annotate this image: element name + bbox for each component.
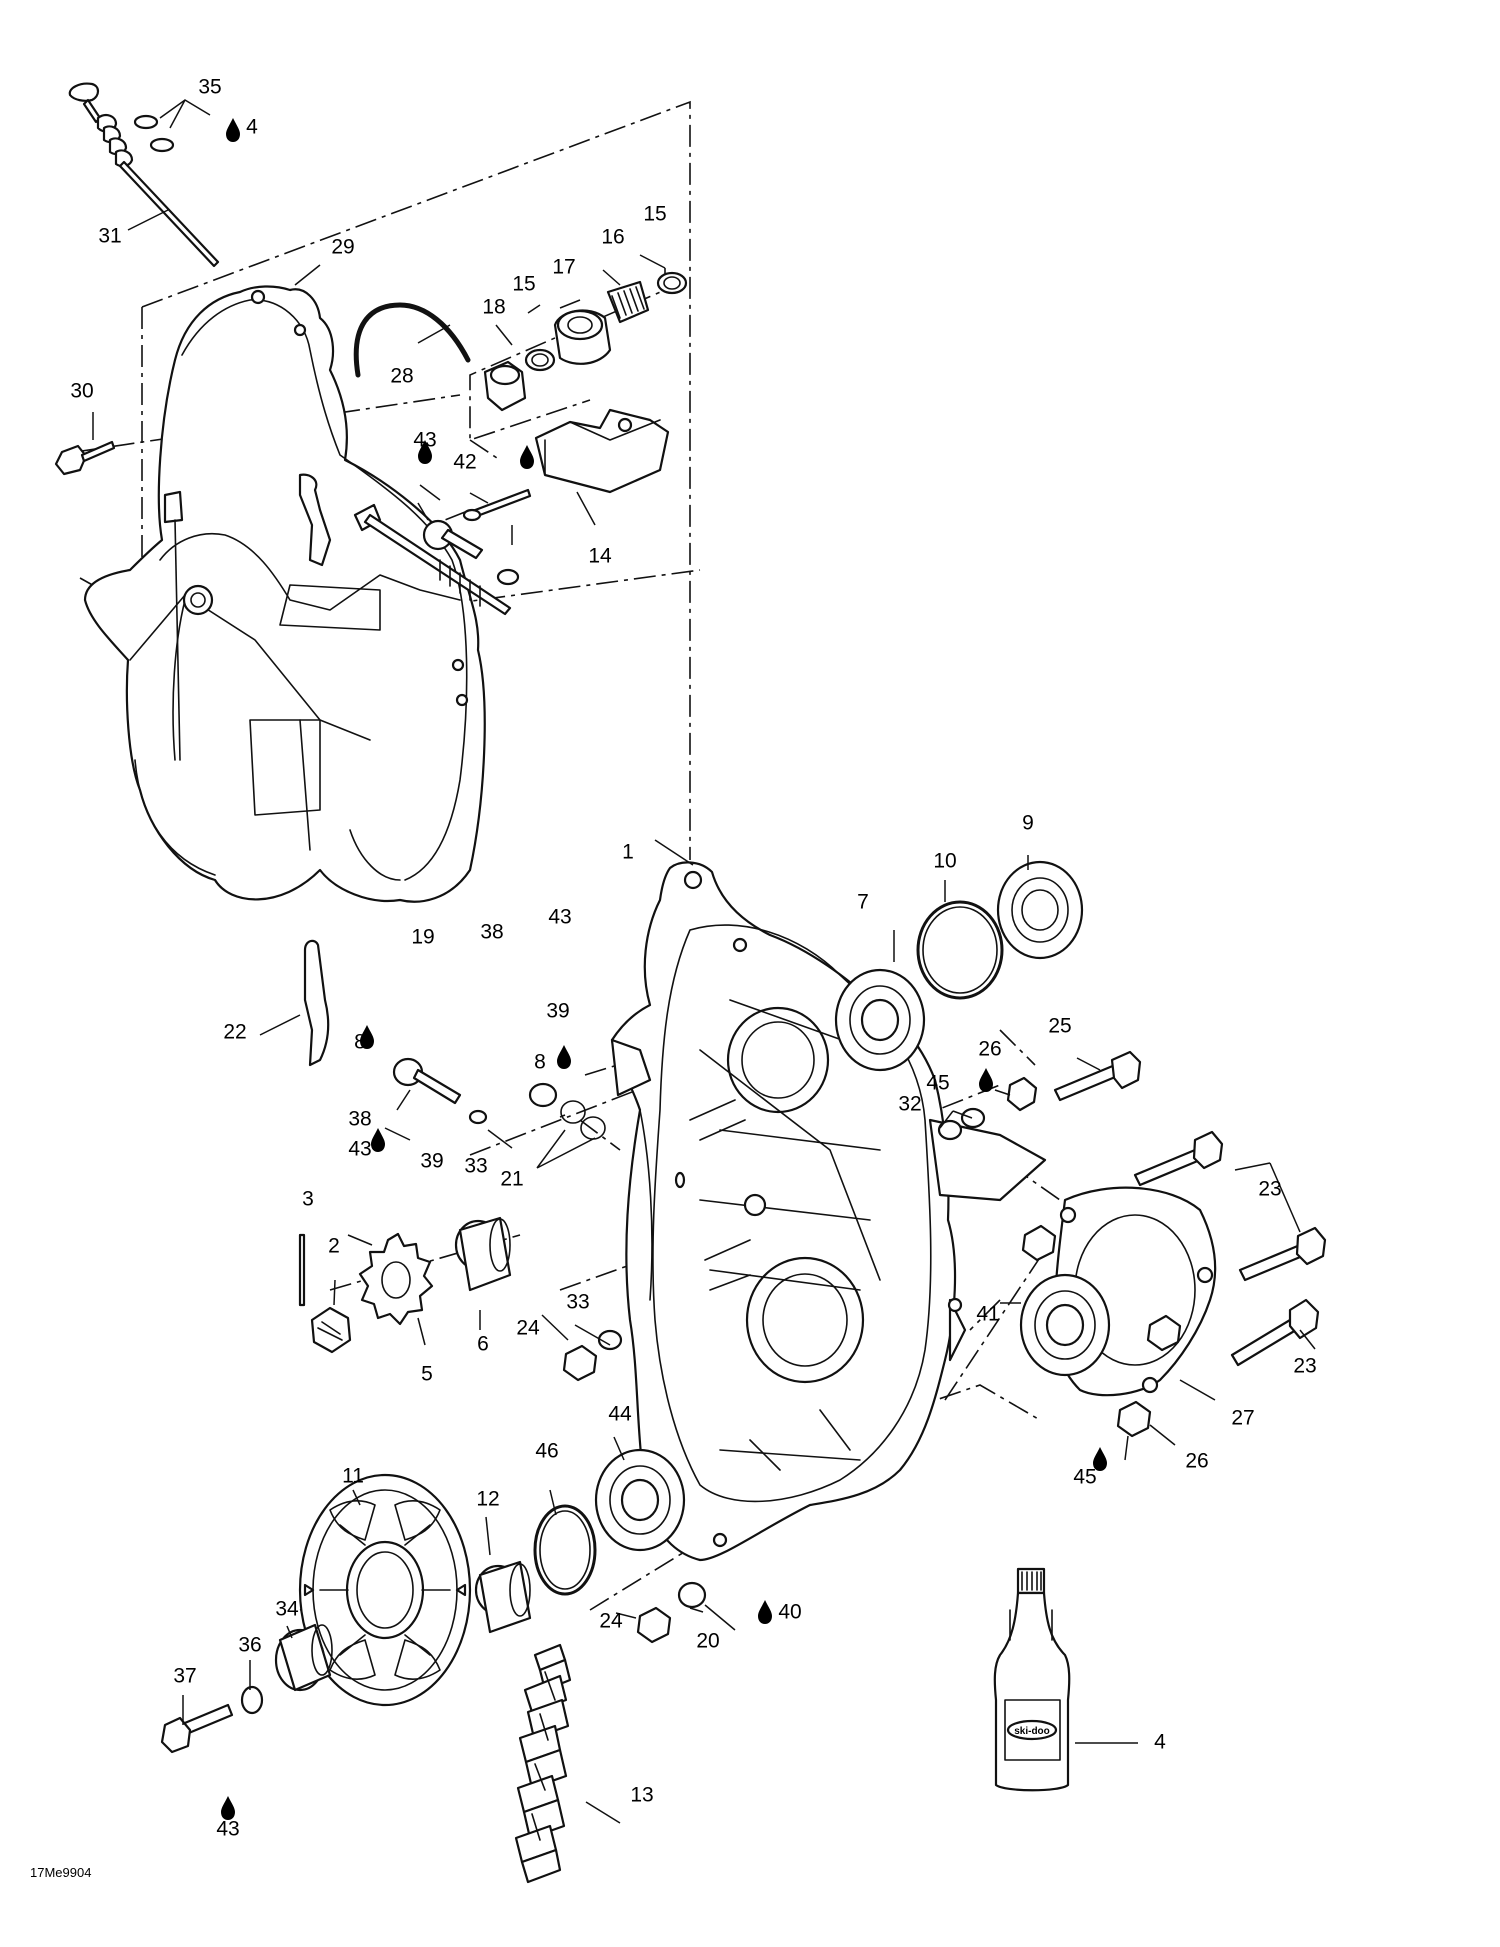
callout-39-upper: 39	[546, 1000, 569, 1023]
oil-drop-icon	[360, 1025, 374, 1049]
callout-43-upper: 43	[413, 429, 436, 452]
seal-strip	[353, 302, 471, 378]
oil-drop-icon	[221, 1796, 235, 1820]
callout-33-upper: 33	[464, 1155, 487, 1178]
callout-43-bottom: 43	[216, 1818, 239, 1841]
oil-drop-icon	[371, 1128, 385, 1152]
oil-drop-icon	[979, 1068, 993, 1092]
callout-19: 19	[411, 926, 434, 949]
lubricant-bottle: ski-doo	[993, 1567, 1071, 1792]
callout-13: 13	[630, 1784, 653, 1807]
callout-37: 37	[173, 1665, 196, 1688]
callout-45-lower: 45	[1073, 1466, 1096, 1489]
callout-2: 2	[328, 1235, 340, 1258]
callout-22: 22	[223, 1021, 246, 1044]
figure-code: 17Me9904	[30, 1865, 91, 1880]
oil-drop-icon	[758, 1600, 772, 1624]
callout-46: 46	[535, 1440, 558, 1463]
callout-7: 7	[857, 891, 869, 914]
dipstick	[68, 82, 220, 268]
oil-drop-icons	[221, 118, 1107, 1820]
callout-32: 32	[898, 1093, 921, 1116]
callout-26-upper: 26	[978, 1038, 1001, 1061]
bearing-41	[1019, 1273, 1111, 1377]
tensioner-group	[462, 271, 688, 522]
callout-25: 25	[1048, 1015, 1071, 1038]
callout-27: 27	[1231, 1407, 1254, 1430]
callout-43-lower-left: 43	[348, 1138, 371, 1161]
oil-drop-icon	[520, 445, 534, 469]
bottle-label: ski-doo	[1014, 1726, 1050, 1737]
drive-chain	[514, 1643, 572, 1884]
drive-sprocket-group	[298, 1216, 623, 1382]
callout-43-mid: 43	[548, 906, 571, 929]
callout-20: 20	[696, 1630, 719, 1653]
callout-24-upper: 24	[516, 1317, 540, 1340]
upper-bearing-group	[834, 860, 1084, 1072]
callout-3: 3	[302, 1188, 314, 1211]
callout-11: 11	[342, 1465, 364, 1488]
callout-38-lower: 38	[348, 1108, 371, 1131]
callout-41: 41	[976, 1303, 999, 1326]
callout-5: 5	[421, 1363, 433, 1386]
callout-35: 35	[198, 76, 221, 99]
callout-labels: 35 4 31 29 15 16 17 15 18 28 30 43 42 14…	[70, 76, 1316, 1841]
callout-45-upper: 45	[926, 1072, 949, 1095]
callout-4-bottle: 4	[1154, 1731, 1166, 1754]
callout-34: 34	[275, 1598, 299, 1621]
oil-drop-icon	[1093, 1447, 1107, 1471]
callout-1: 1	[622, 841, 634, 864]
callout-15-left: 15	[512, 273, 535, 296]
callout-23-lower: 23	[1293, 1355, 1316, 1378]
callout-10: 10	[933, 850, 956, 873]
callout-39-lower: 39	[420, 1150, 443, 1173]
oil-drop-icon	[418, 440, 432, 464]
callout-12: 12	[476, 1488, 499, 1511]
hair-pin-clip	[303, 939, 330, 1067]
callout-44: 44	[608, 1403, 632, 1426]
oil-drop-icon	[226, 118, 240, 142]
callout-40: 40	[778, 1601, 801, 1624]
bolt-30	[54, 440, 116, 476]
callout-17: 17	[552, 256, 575, 279]
callout-15-right: 15	[643, 203, 666, 226]
driven-sprocket-group	[160, 1473, 472, 1754]
callout-26-lower: 26	[1185, 1450, 1208, 1473]
callout-8-right: 8	[534, 1051, 546, 1074]
callout-23-upper: 23	[1258, 1178, 1281, 1201]
lower-bearing-group	[474, 1448, 707, 1644]
callout-38-upper: 38	[480, 921, 503, 944]
callout-16: 16	[601, 226, 624, 249]
adjuster-bolt-group	[937, 1050, 1142, 1141]
callout-29: 29	[331, 236, 354, 259]
callout-21: 21	[500, 1168, 523, 1191]
callout-4-dipstick: 4	[246, 116, 258, 139]
callout-14: 14	[588, 545, 612, 568]
chaincase-housing	[610, 861, 1047, 1562]
callout-36: 36	[238, 1634, 261, 1657]
callout-9: 9	[1022, 812, 1034, 835]
oil-drop-icon	[557, 1045, 571, 1069]
callout-28: 28	[390, 365, 413, 388]
callout-8-left: 8	[354, 1031, 366, 1054]
callout-33-lower: 33	[566, 1291, 589, 1314]
leader-lines	[92, 99, 1316, 1824]
callout-42: 42	[453, 451, 476, 474]
outer-cover	[83, 285, 486, 903]
callout-24-lower: 24	[599, 1610, 623, 1633]
callout-30: 30	[70, 380, 93, 403]
callout-18: 18	[482, 296, 505, 319]
callout-6: 6	[477, 1333, 489, 1356]
callout-31: 31	[98, 225, 121, 248]
